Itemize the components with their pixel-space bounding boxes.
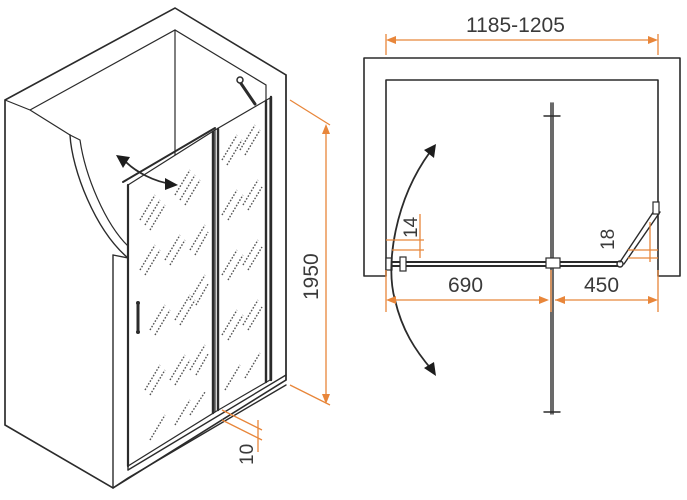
width-arrow-right	[648, 36, 658, 44]
width-dimension-line	[385, 34, 659, 55]
door-frame-top	[122, 127, 216, 183]
rotation-arrowhead-left	[116, 155, 130, 168]
bottom-gap-label: 10	[237, 444, 258, 465]
door-width-arrow-mid	[539, 296, 549, 304]
width-arrow-left	[386, 36, 396, 44]
stabilizer-knob	[236, 76, 244, 84]
gap-right-label: 18	[598, 229, 619, 250]
fixed-width-arrow-right	[648, 296, 658, 304]
bottom-gap-line	[221, 409, 263, 452]
door-width-dimension	[385, 270, 659, 312]
height-arrow-top	[322, 124, 330, 134]
stabilizer-plan	[619, 207, 661, 265]
door-plan-line	[389, 261, 621, 267]
plan-walls	[363, 57, 681, 277]
height-dimension-line	[289, 99, 331, 406]
hinge-block	[545, 257, 561, 269]
height-arrow-bottom	[322, 394, 330, 404]
stabilizer-bar	[238, 80, 257, 106]
door-width-label: 690	[448, 274, 483, 297]
swing-arrowhead-bottom	[424, 362, 436, 376]
gap-left-label: 14	[401, 216, 422, 238]
gap-right-dimension	[628, 222, 658, 262]
panel-profile	[211, 95, 273, 415]
plan-view: 1185-1205 14 18 690 450	[363, 14, 681, 415]
wall-left-face	[4, 99, 71, 426]
door-glass-panel	[127, 128, 216, 468]
handle-end-bottom	[136, 330, 140, 334]
wall-curve-edge	[69, 134, 131, 249]
fixed-panel-width-label: 450	[584, 274, 619, 297]
isometric-view: 1950 10	[4, 7, 331, 489]
rotation-arrowhead-right	[165, 178, 178, 190]
fixed-width-arrow-mid	[555, 296, 565, 304]
stabilizer-mount	[652, 201, 660, 215]
glass-pattern	[139, 124, 263, 441]
door-width-arrow-left	[386, 296, 396, 304]
swing-arc	[390, 151, 433, 371]
wall-curve	[69, 134, 129, 259]
swing-arrowhead-top	[424, 144, 436, 158]
gap-left-dimension	[386, 214, 424, 258]
handle-end-top	[136, 301, 140, 305]
width-dimension-label: 1185-1205	[466, 14, 565, 37]
wall-top-rim	[29, 29, 267, 111]
door-handle-plan	[399, 256, 407, 272]
height-dimension-label: 1950	[300, 253, 323, 300]
